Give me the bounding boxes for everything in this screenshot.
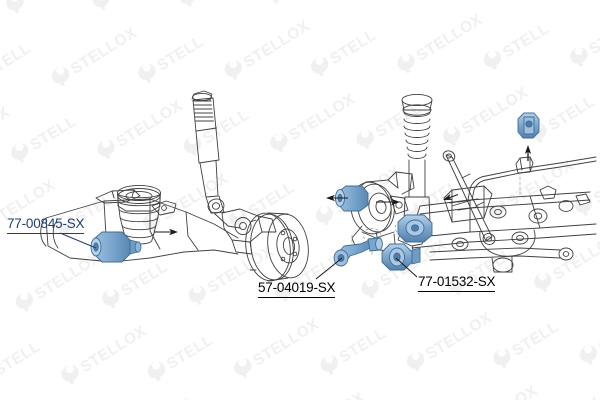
part-number-label-57-04019-SX[interactable]: 57-04019-SX (258, 280, 336, 298)
part-number-label-77-00845-SX[interactable]: 77-00845-SX (7, 216, 85, 234)
part-number-label-77-01532-SX[interactable]: 77-01532-SX (418, 274, 496, 292)
